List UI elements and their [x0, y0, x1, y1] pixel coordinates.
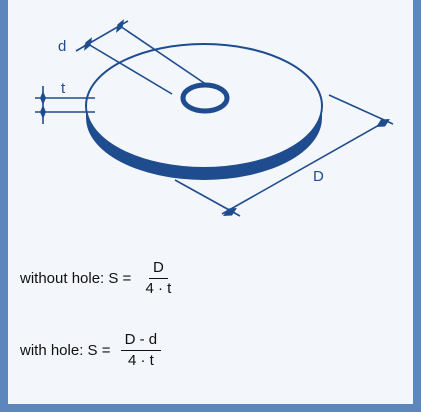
thickness-tick-marks — [40, 91, 46, 119]
washer-edge — [86, 106, 322, 180]
fraction-denominator: 4 · t — [127, 352, 154, 369]
formula-prefix: without hole: S = — [20, 270, 136, 287]
outer-diameter-tick-marks — [223, 119, 390, 216]
fraction: D - d 4 · t — [120, 332, 162, 369]
fraction: D 4 · t — [142, 260, 176, 297]
dimension-tick-marks — [84, 19, 124, 51]
formula-without-hole: without hole: S = D 4 · t — [20, 260, 175, 297]
label-D: D — [313, 168, 324, 185]
washer-hole — [180, 82, 230, 114]
formula-with-hole: with hole: S = D - d 4 · t — [20, 332, 162, 369]
label-t: t — [61, 80, 66, 97]
fraction-numerator: D - d — [120, 332, 162, 351]
label-d: d — [58, 38, 66, 55]
formula-prefix: with hole: S = — [20, 342, 115, 359]
fraction-numerator: D — [149, 260, 168, 279]
fraction-denominator: 4 · t — [145, 280, 172, 297]
